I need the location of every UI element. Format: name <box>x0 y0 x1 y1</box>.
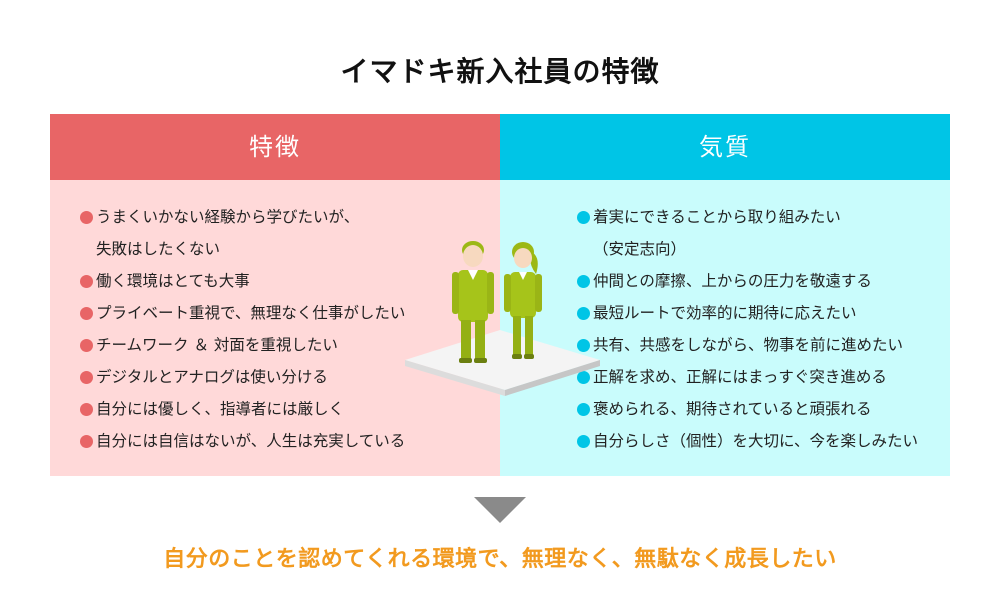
bullet-icon <box>80 339 93 352</box>
bullet-icon <box>80 435 93 448</box>
list-item: 最短ルートで効率的に期待に応えたい <box>577 297 937 329</box>
bullet-icon <box>577 275 590 288</box>
conclusion-text: 自分のことを認めてくれる環境で、無理なく、無駄なく成長したい <box>163 547 837 572</box>
temperament-list: 着実にできることから取り組みたい （安定志向） 仲間との摩擦、上からの圧力を敬遠… <box>577 201 937 457</box>
list-item: デジタルとアナログは使い分ける <box>80 361 410 393</box>
list-item: 働く環境はとても大事 <box>80 265 410 297</box>
temperament-heading: 気質 <box>500 114 950 180</box>
bullet-icon <box>577 371 590 384</box>
bullet-icon <box>80 211 93 224</box>
arrow-down-icon <box>474 497 526 523</box>
page-title: イマドキ新入社員の特徴 <box>340 55 660 88</box>
list-item: 仲間との摩擦、上からの圧力を敬遠する <box>577 265 937 297</box>
list-item: 褒められる、期待されていると頑張れる <box>577 393 937 425</box>
list-item: 正解を求め、正解にはまっすぐ突き進める <box>577 361 937 393</box>
list-item: 自分には自信はないが、人生は充実している <box>80 425 410 457</box>
list-item: うまくいかない経験から学びたいが、 <box>80 201 410 233</box>
temperament-panel: 気質 着実にできることから取り組みたい （安定志向） 仲間との摩擦、上からの圧力… <box>500 114 950 476</box>
features-list: うまくいかない経験から学びたいが、 失敗はしたくない 働く環境はとても大事 プラ… <box>80 201 410 457</box>
features-panel: 特徴 うまくいかない経験から学びたいが、 失敗はしたくない 働く環境はとても大事… <box>50 114 500 476</box>
bullet-icon <box>577 307 590 320</box>
bullet-icon <box>577 339 590 352</box>
bullet-icon <box>577 403 590 416</box>
bullet-icon <box>80 307 93 320</box>
bullet-icon <box>577 435 590 448</box>
features-heading: 特徴 <box>50 114 500 180</box>
list-item: 共有、共感をしながら、物事を前に進めたい <box>577 329 937 361</box>
list-item-continuation: 失敗はしたくない <box>96 240 221 258</box>
bullet-icon <box>577 211 590 224</box>
employees-illustration <box>405 241 600 396</box>
list-item: 自分らしさ（個性）を大切に、今を楽しみたい <box>577 425 937 457</box>
list-item: チームワーク ＆ 対面を重視したい <box>80 329 410 361</box>
list-item: 着実にできることから取り組みたい <box>577 201 937 233</box>
bullet-icon <box>80 403 93 416</box>
list-item: 自分には優しく、指導者には厳しく <box>80 393 410 425</box>
bullet-icon <box>80 275 93 288</box>
female-employee-icon <box>504 242 542 359</box>
platform-icon <box>405 330 600 396</box>
list-item-continuation: （安定志向） <box>593 240 687 258</box>
list-item: プライベート重視で、無理なく仕事がしたい <box>80 297 410 329</box>
bullet-icon <box>80 371 93 384</box>
male-employee-icon <box>452 241 494 363</box>
